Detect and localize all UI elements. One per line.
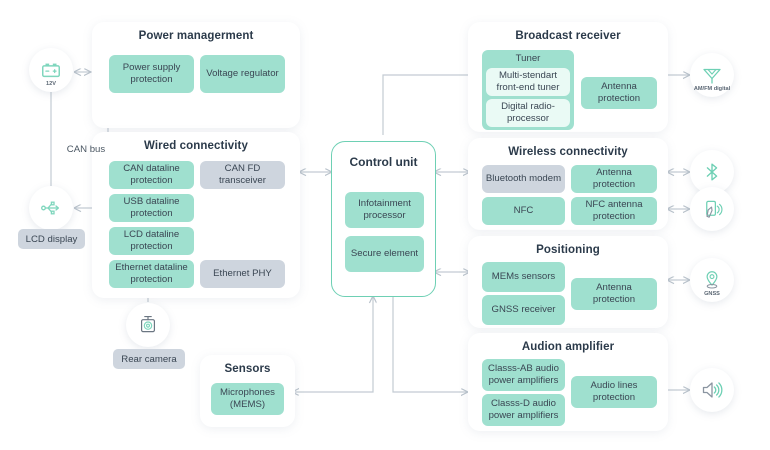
group-sensors: Sensors Microphones (MEMS) (200, 355, 295, 427)
group-title-audio: Audion amplifier (521, 341, 615, 353)
group-title-wireless: Wireless connectivity (508, 146, 628, 158)
node-rear-camera[interactable] (126, 303, 170, 347)
group-wired-connectivity: Wired connectivity CAN dataline protecti… (92, 132, 300, 298)
node-battery[interactable]: 12V (29, 48, 73, 92)
block-audio-lines-protection[interactable]: Audio lines protection (571, 376, 657, 408)
group-broadcast-receiver: Broadcast receiver Tuner Multi-stendart … (468, 22, 668, 132)
node-antenna[interactable]: AM/FM digital (690, 53, 734, 97)
control-unit-title: Control unit (349, 155, 418, 169)
block-class-d-audio-power-amplifiers[interactable]: Classs-D audio power amplifiers (482, 394, 565, 426)
block-can-fd-transceiver[interactable]: CAN FD transceiver (200, 161, 285, 189)
block-power-supply-protection[interactable]: Power supply protection (109, 55, 194, 93)
block-multi-standard-front-end-tuner[interactable]: Multi-stendart front-end tuner (486, 68, 570, 96)
subgroup-tuner: Tuner Multi-stendart front-end tuner Dig… (482, 50, 574, 130)
block-wireless-antenna-protection[interactable]: Antenna protection (571, 165, 657, 193)
block-gnss-receiver[interactable]: GNSS receiver (482, 295, 565, 325)
group-title-sensors: Sensors (224, 363, 271, 375)
block-nfc-antenna-protection[interactable]: NFC antenna protection (571, 197, 657, 225)
block-ethernet-phy[interactable]: Ethernet PHY (200, 260, 285, 288)
group-positioning: Positioning MEMs sensors GNSS receiver A… (468, 236, 668, 328)
node-speaker[interactable] (690, 368, 734, 412)
block-broadcast-antenna-protection[interactable]: Antenna protection (581, 77, 657, 109)
group-title-power: Power managerment (138, 30, 254, 42)
group-wireless-connectivity: Wireless connectivity Bluetooth modem An… (468, 138, 668, 230)
group-audio-amplifier: Audion amplifier Classs-AB audio power a… (468, 333, 668, 431)
node-bluetooth[interactable] (690, 150, 734, 194)
block-mems-sensors[interactable]: MEMs sensors (482, 262, 565, 292)
antenna-icon (703, 68, 721, 84)
block-can-dataline-protection[interactable]: CAN dataline protection (109, 161, 194, 189)
block-bluetooth-modem[interactable]: Bluetooth modem (482, 165, 565, 193)
block-class-ab-audio-power-amplifiers[interactable]: Classs-AB audio power amplifiers (482, 359, 565, 391)
speaker-icon (702, 382, 723, 398)
usb-icon (41, 201, 60, 215)
label-lcd-display: LCD display (18, 229, 85, 249)
group-title-positioning: Positioning (536, 244, 600, 256)
block-lcd-dataline-protection[interactable]: LCD dataline protection (109, 227, 194, 255)
block-infotainment-processor[interactable]: Infotainment processor (345, 192, 424, 228)
block-positioning-antenna-protection[interactable]: Antenna protection (571, 278, 657, 310)
subgroup-tuner-title: Tuner (515, 53, 541, 64)
block-usb-dataline-protection[interactable]: USB dataline protection (109, 194, 194, 222)
block-voltage-regulator[interactable]: Voltage regulator (200, 55, 285, 93)
camera-icon (140, 315, 156, 333)
node-gnss[interactable]: GNSS (690, 258, 734, 302)
bluetooth-icon (706, 163, 718, 181)
block-digital-radio-processor[interactable]: Digital radio-processor (486, 99, 570, 127)
block-ethernet-dataline-protection[interactable]: Ethernet dataline protection (109, 260, 194, 288)
node-battery-caption: 12V (46, 81, 56, 88)
nfc-phone-icon (705, 200, 723, 218)
node-nfc[interactable] (690, 187, 734, 231)
block-nfc[interactable]: NFC (482, 197, 565, 225)
location-pin-icon (706, 271, 718, 289)
node-antenna-caption: AM/FM digital (693, 86, 731, 93)
label-can-bus: CAN bus (66, 144, 106, 155)
group-title-broadcast: Broadcast receiver (515, 30, 621, 42)
block-microphones-mems[interactable]: Microphones (MEMS) (211, 383, 284, 415)
group-title-wired: Wired connectivity (144, 140, 248, 152)
control-unit: Control unit Infotainment processor Secu… (331, 141, 436, 297)
battery-icon (42, 63, 60, 78)
node-usb[interactable] (29, 186, 73, 230)
block-secure-element[interactable]: Secure element (345, 236, 424, 272)
label-rear-camera: Rear camera (113, 349, 185, 369)
group-power-management: Power managerment Power supply protectio… (92, 22, 300, 128)
node-gnss-caption: GNSS (704, 291, 720, 298)
